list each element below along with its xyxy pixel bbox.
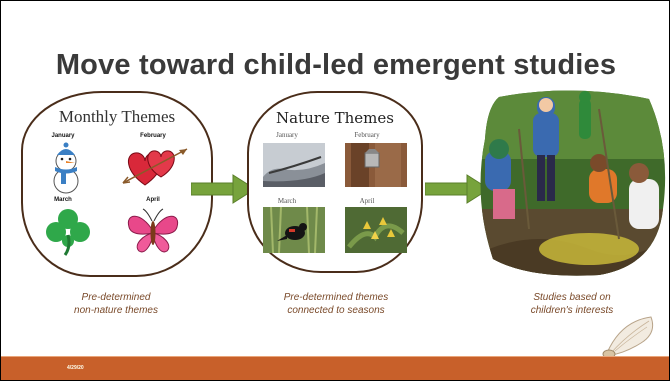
hearts-icon — [122, 148, 188, 186]
nature-themes-panel: Nature Themes January February March Apr… — [247, 91, 423, 273]
slide-title: Move toward child-led emergent studies — [55, 49, 617, 81]
monthly-themes-panel: Monthly Themes January February March Ap… — [21, 91, 213, 277]
footer-bar — [1, 357, 669, 380]
monthly-themes-title: Monthly Themes — [58, 107, 176, 126]
shamrock-icon — [46, 209, 90, 256]
ice-photo-icon — [263, 143, 325, 187]
caption-line: children's interests — [530, 305, 614, 316]
trout-lily-photo-icon — [345, 207, 407, 253]
month-label-february: February — [354, 131, 380, 139]
month-label-april: April — [359, 197, 375, 205]
month-label-february: February — [140, 133, 166, 139]
month-label-january: January — [51, 133, 75, 139]
month-label-january: January — [276, 131, 298, 139]
butterfly-icon — [127, 208, 179, 253]
nature-themes-title: Nature Themes — [276, 109, 394, 127]
maple-tapping-photo-icon — [345, 143, 407, 187]
caption-line: Pre-determined — [81, 292, 151, 303]
snowman-icon — [53, 142, 79, 194]
arrow-right-icon — [191, 174, 256, 204]
caption-line: Studies based on — [533, 292, 611, 303]
month-label-march: March — [277, 197, 297, 205]
maple-seed-icon — [602, 316, 654, 359]
children-interests-caption: Studies based on children's interests — [487, 291, 657, 317]
caption-line: connected to seasons — [287, 305, 385, 316]
nature-themes-caption: Pre-determined themes connected to seaso… — [251, 291, 421, 317]
arrow-right-icon — [425, 174, 490, 204]
footer-date: 4/29/20 — [67, 365, 84, 371]
caption-line: non-nature themes — [74, 305, 158, 316]
children-outdoor-photo — [479, 89, 667, 277]
month-label-march: March — [54, 197, 72, 203]
monthly-themes-caption: Pre-determined non-nature themes — [31, 291, 201, 317]
caption-line: Pre-determined themes — [283, 292, 389, 303]
red-winged-blackbird-photo-icon — [263, 207, 325, 253]
children-exploring-photo-icon — [480, 90, 666, 276]
month-label-april: April — [146, 197, 160, 203]
